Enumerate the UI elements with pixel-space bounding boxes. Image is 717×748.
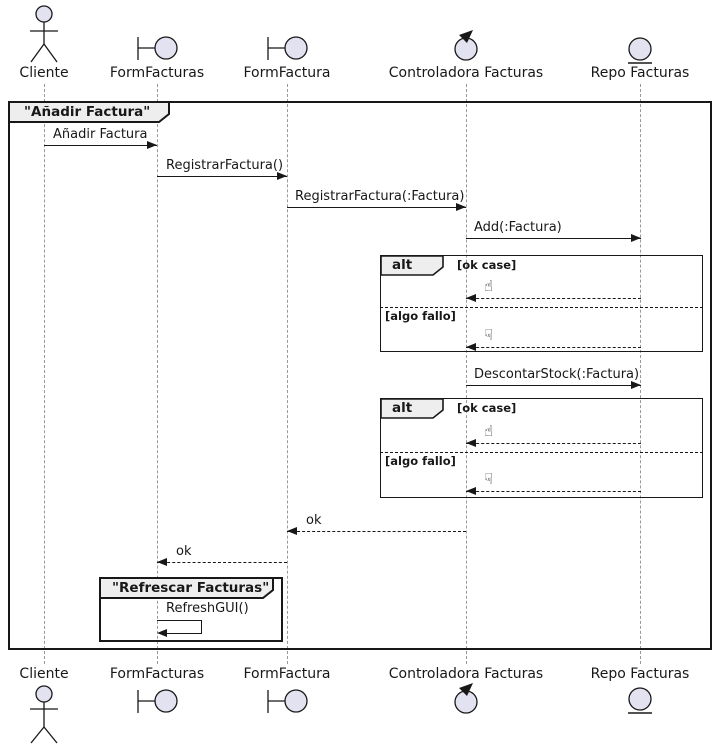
- message-arrow: [287, 206, 466, 208]
- arrowhead: [466, 342, 476, 351]
- guard-ok-case: [ok case]: [457, 401, 517, 415]
- arrowhead: [277, 171, 287, 180]
- return-arrow: [466, 490, 641, 492]
- main-frame-title: "Añadir Factura": [24, 104, 151, 120]
- lifeline-cliente: [43, 84, 45, 664]
- actor-icon: [30, 685, 58, 744]
- boundary-icon: [137, 36, 178, 60]
- self-message-top: [157, 619, 202, 621]
- arrowhead: [466, 486, 476, 495]
- message-label: ok: [176, 544, 192, 559]
- participant-label-controladora: Controladora Facturas: [388, 65, 544, 81]
- message-arrow: [44, 144, 157, 146]
- arrowhead: [287, 526, 297, 535]
- lifeline-repo-facturas: [639, 84, 641, 664]
- message-arrow: [466, 384, 641, 386]
- participant-label-formfacturas: FormFacturas: [109, 65, 205, 81]
- participant-label-formfactura: FormFactura: [243, 65, 331, 81]
- guard-algo-fallo: [algo fallo]: [385, 309, 456, 323]
- alt-operator: alt: [392, 257, 413, 273]
- thumbs-down-icon: ☟: [484, 326, 494, 344]
- guard-ok-case: [ok case]: [457, 258, 517, 272]
- alt-divider: [380, 451, 703, 453]
- guard-algo-fallo: [algo fallo]: [385, 454, 456, 468]
- main-frame-tab: [8, 101, 170, 123]
- entity-icon: [628, 687, 652, 714]
- thumbs-down-icon: ☟: [484, 470, 494, 488]
- entity-icon: [628, 37, 652, 64]
- arrowhead: [456, 202, 466, 211]
- participant-label-controladora: Controladora Facturas: [388, 666, 544, 682]
- actor-icon: [30, 5, 58, 63]
- alt-operator: alt: [392, 400, 413, 416]
- participant-label-cliente: Cliente: [19, 666, 69, 682]
- self-message-side: [200, 619, 202, 633]
- boundary-icon: [137, 689, 178, 713]
- message-label: DescontarStock(:Factura): [474, 367, 640, 382]
- return-arrow: [287, 530, 466, 532]
- participant-label-formfactura: FormFactura: [243, 666, 331, 682]
- boundary-icon: [267, 36, 308, 60]
- participant-label-formfacturas: FormFacturas: [109, 666, 205, 682]
- participant-label-cliente: Cliente: [19, 65, 69, 81]
- message-arrow: [157, 175, 287, 177]
- message-arrow: [466, 237, 641, 239]
- message-label: RegistrarFactura(): [166, 158, 284, 173]
- message-label: Añadir Factura: [53, 127, 148, 142]
- thumbs-up-icon: ☝: [484, 422, 494, 440]
- self-message-bottom: [160, 632, 202, 634]
- control-icon: [454, 30, 478, 61]
- thumbs-up-icon: ☝: [484, 277, 494, 295]
- alt-frame-add-tab: [380, 255, 444, 276]
- arrowhead: [147, 140, 157, 149]
- alt-frame-stock-tab: [380, 398, 444, 419]
- return-arrow: [466, 297, 641, 299]
- return-arrow: [466, 442, 641, 444]
- boundary-icon: [267, 689, 308, 713]
- refresh-frame-title: "Refrescar Facturas": [112, 580, 270, 596]
- arrowhead: [631, 380, 641, 389]
- arrowhead: [157, 628, 167, 637]
- message-label: RegistrarFactura(:Factura): [295, 189, 465, 204]
- participant-label-repo: Repo Facturas: [590, 65, 690, 81]
- alt-frame-stock: [380, 398, 703, 498]
- message-label: ok: [306, 513, 322, 528]
- alt-frame-add: [380, 255, 703, 352]
- arrowhead: [466, 293, 476, 302]
- message-label: Add(:Factura): [474, 220, 562, 235]
- arrowhead: [466, 438, 476, 447]
- return-arrow: [466, 346, 641, 348]
- arrowhead: [157, 557, 167, 566]
- alt-divider: [380, 306, 703, 308]
- refresh-frame-tab: [99, 577, 274, 599]
- return-arrow: [157, 561, 287, 563]
- control-icon: [454, 683, 478, 714]
- main-frame: [8, 101, 712, 650]
- participant-label-repo: Repo Facturas: [590, 666, 690, 682]
- lifeline-controladora-facturas: [465, 84, 467, 664]
- message-label: RefreshGUI(): [166, 601, 249, 616]
- lifeline-formfacturas: [156, 84, 158, 664]
- lifeline-formfactura: [286, 84, 288, 664]
- arrowhead: [631, 233, 641, 242]
